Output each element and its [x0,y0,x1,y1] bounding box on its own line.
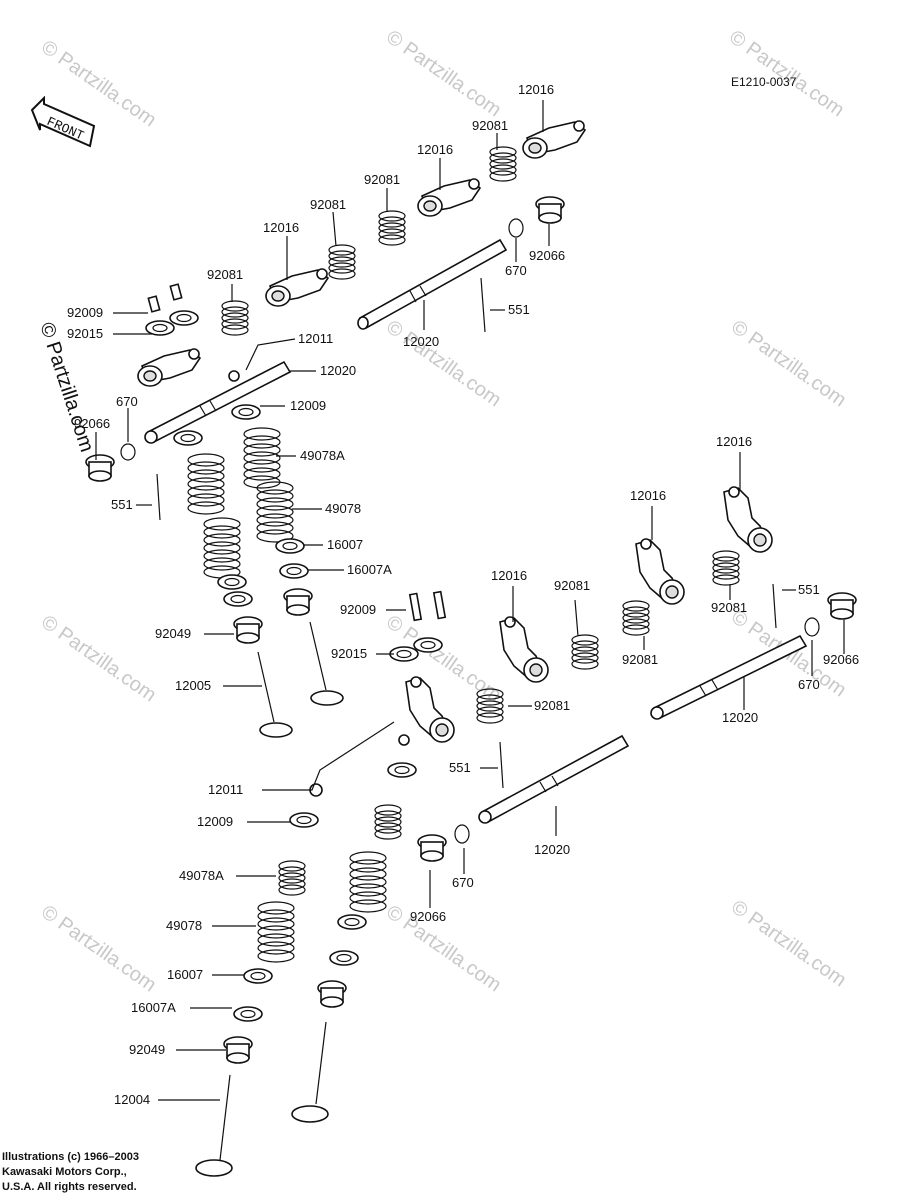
diagram-code: E1210-0037 [731,75,797,89]
watermark-text: © Partzilla.com [382,316,505,411]
part-label: 92081 [472,118,508,133]
part-label: 92049 [129,1042,165,1057]
watermark-text: © Partzilla.com [727,896,850,991]
upper-assembly [85,100,586,738]
part-label: 16007 [327,537,363,552]
valve [195,1074,233,1177]
credits-line: U.S.A. All rights reserved. [2,1181,137,1193]
part-label: 670 [798,677,820,692]
part-label: 12016 [716,434,752,449]
valve [309,621,344,706]
part-label: 92081 [207,267,243,282]
part-label: 12016 [417,142,453,157]
part-label: 12011 [298,331,333,346]
part-label: 12016 [630,488,666,503]
part-label: 670 [452,875,474,890]
rocker-shaft [478,734,630,824]
part-label: 670 [116,394,138,409]
watermark-text: © Partzilla.com [37,901,160,996]
rocker-shaft [144,360,292,444]
part-label: 12004 [114,1092,150,1107]
part-label: 92049 [155,626,191,641]
part-label: 92009 [340,602,376,617]
watermark-text: © Partzilla.com [382,26,505,121]
part-label: 92015 [331,646,367,661]
copyright-credits: Illustrations (c) 1966–2003 Kawasaki Mot… [2,1150,139,1195]
part-label: 92066 [823,652,859,667]
rocker-shaft [650,634,808,720]
part-label: 551 [508,302,530,317]
part-label: 12016 [263,220,299,235]
part-label: 12020 [722,710,758,725]
part-label: 92081 [622,652,658,667]
part-number-labels: 12016 92081 12016 92081 92081 12016 9208… [67,82,859,1107]
part-label: 92066 [74,416,110,431]
part-label: 92081 [534,698,570,713]
part-label: 92081 [364,172,400,187]
part-label: 92081 [310,197,346,212]
part-label: 670 [505,263,527,278]
part-label: 12016 [518,82,554,97]
credits-line: Illustrations (c) 1966–2003 [2,1151,139,1163]
lower-assembly [158,452,857,1177]
part-label: 551 [798,582,820,597]
part-label: 551 [449,760,471,775]
part-label: 12005 [175,678,211,693]
watermark-text: © Partzilla.com [725,26,848,121]
part-label: 12009 [197,814,233,829]
part-label: 49078 [325,501,361,516]
watermark-text: © Partzilla.com [727,316,850,411]
part-label: 16007 [167,967,203,982]
rocker-shaft [357,238,508,330]
watermark-text: © Partzilla.com [37,611,160,706]
part-label: 16007A [347,562,392,577]
part-label: 92015 [67,326,103,341]
part-label: 92081 [554,578,590,593]
part-label: 551 [111,497,133,512]
part-label: 12016 [491,568,527,583]
part-label: 92066 [529,248,565,263]
part-label: 12009 [290,398,326,413]
valve [291,1021,329,1123]
part-label: 12020 [403,334,439,349]
part-label: 49078A [300,448,345,463]
part-label: 49078 [166,918,202,933]
part-label: 16007A [131,1000,176,1015]
valve [257,651,293,738]
part-label: 92009 [67,305,103,320]
part-label: 12020 [320,363,356,378]
front-arrow-icon: FRONT [30,96,96,148]
credits-line: Kawasaki Motors Corp., [2,1166,127,1178]
part-label: 92066 [410,909,446,924]
part-label: 49078A [179,868,224,883]
part-label: 92081 [711,600,747,615]
part-label: 12020 [534,842,570,857]
part-label: 12011 [208,782,243,797]
